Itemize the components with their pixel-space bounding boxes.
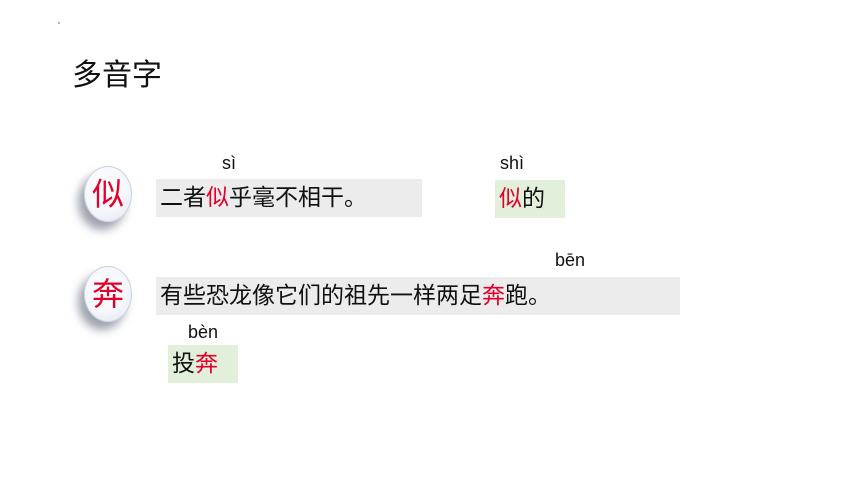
- sentence-pinyin: bēn: [555, 250, 586, 270]
- example-sentence: 有些恐龙像它们的祖先一样两足奔跑。: [156, 277, 680, 315]
- sentence-text-before: 二者: [160, 185, 206, 211]
- sentence-text-after: 跑。: [505, 283, 551, 309]
- character-badge-si: 似: [84, 166, 132, 222]
- highlighted-character: 似: [499, 186, 522, 212]
- highlighted-character: 奔: [195, 351, 218, 377]
- word-pinyin: bèn: [188, 322, 219, 342]
- word-pinyin: shì: [500, 153, 525, 173]
- example-sentence: 二者似乎毫不相干。: [156, 179, 422, 217]
- example-word: 似的: [495, 180, 565, 218]
- character-badge-ben: 奔: [84, 266, 132, 322]
- page-title: 多音字: [72, 58, 162, 93]
- sentence-text-before: 有些恐龙像它们的祖先一样两足: [160, 283, 482, 309]
- sentence-text-after: 乎毫不相干。: [229, 185, 367, 211]
- highlighted-character: 似: [206, 185, 229, 211]
- badge-character: 似: [91, 175, 124, 213]
- example-word: 投奔: [168, 345, 238, 383]
- badge-character: 奔: [91, 275, 124, 313]
- word-text-before: 投: [172, 351, 195, 377]
- word-text-after: 的: [522, 186, 545, 212]
- decorative-dot: [58, 22, 60, 24]
- highlighted-character: 奔: [482, 283, 505, 309]
- sentence-pinyin: sì: [222, 153, 237, 173]
